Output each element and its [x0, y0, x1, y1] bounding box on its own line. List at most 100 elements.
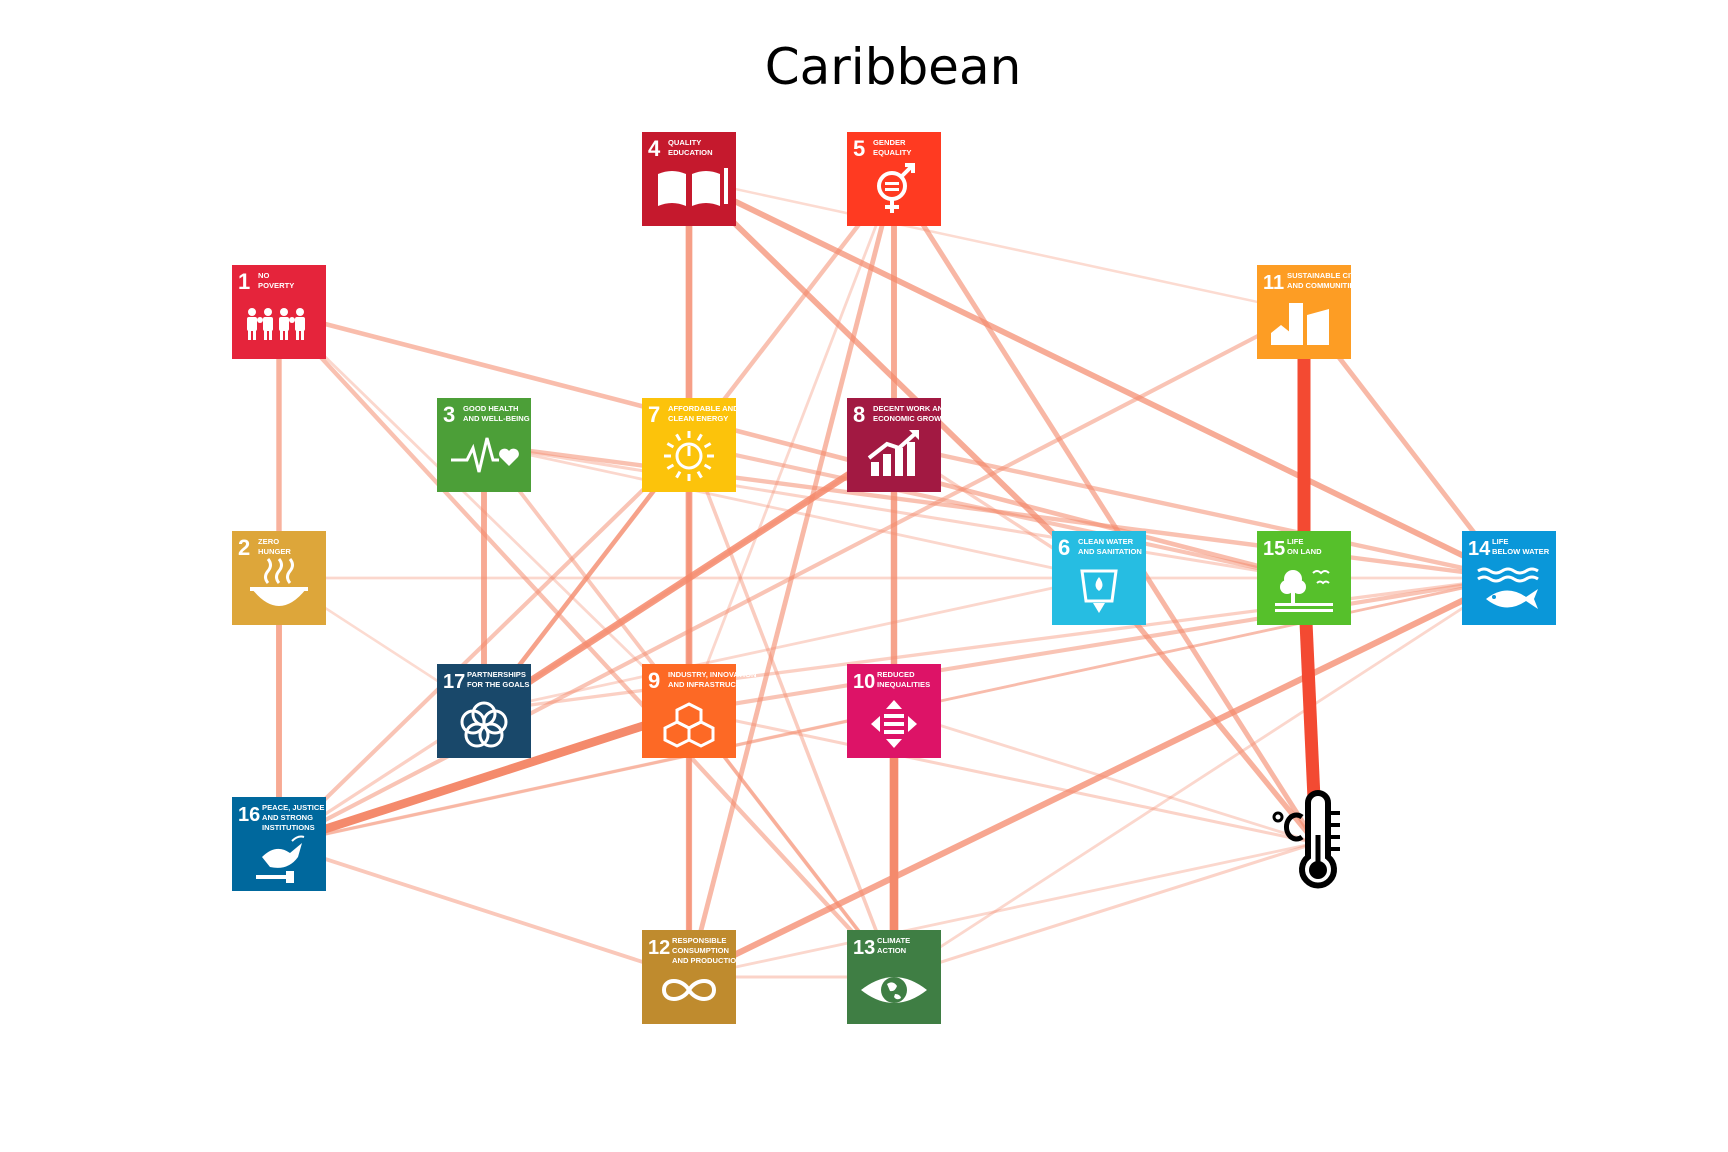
sdg-goal-number: 15	[1263, 538, 1285, 560]
sdg-goal-number: 2	[238, 535, 250, 560]
earth-eye-icon	[861, 977, 927, 1003]
sdg-goal-number: 17	[443, 671, 465, 693]
sdg-goal-label: EQUALITY	[873, 148, 911, 157]
edge-8-14	[893, 442, 1510, 581]
sdg-goal-label: POVERTY	[258, 281, 294, 290]
fish-icon	[1477, 567, 1539, 609]
sdg-goal-label: CLEAN ENERGY	[668, 414, 728, 423]
sdg-goal-label: GENDER	[873, 138, 906, 147]
sdg-goal-number: 13	[853, 937, 875, 959]
edge-13-14	[893, 576, 1510, 979]
sdg-goal-label: INDUSTRY, INNOVATION	[668, 670, 756, 679]
sdg-goal-label: NO	[258, 271, 269, 280]
sdg-goal-label: AND SANITATION	[1078, 547, 1142, 556]
cubes-icon	[663, 702, 715, 748]
sdg-goal-label: DECENT WORK AND	[873, 404, 949, 413]
diagram-title: Caribbean	[764, 38, 1022, 96]
sdg-goal-label: ZERO	[258, 537, 279, 546]
sdg-goal-label: AND PRODUCTION	[672, 956, 742, 965]
city-icon	[1271, 303, 1329, 345]
sdg-goal-label: LIFE	[1492, 537, 1508, 546]
edge-4-14	[687, 176, 1511, 581]
sdg-goal-number: 6	[1058, 535, 1070, 560]
sdg-goal-label: QUALITY	[668, 138, 701, 147]
dove-gavel-icon	[256, 835, 305, 883]
edge-4-11	[688, 177, 1305, 314]
edge-13-T	[893, 841, 1317, 979]
edge-9-T	[688, 709, 1317, 845]
edge-16-10	[278, 709, 895, 846]
sdg-goal-label: LIFE	[1287, 537, 1303, 546]
sdg-goal-label: PEACE, JUSTICE	[262, 803, 324, 812]
edge-16-9	[277, 706, 691, 849]
sdg-tile-bg	[232, 265, 326, 359]
sdg-goal-label: AND COMMUNITIES	[1287, 281, 1360, 290]
sdg-goal-label: PARTNERSHIPS	[467, 670, 526, 679]
sdg-goal-number: 9	[648, 668, 660, 693]
sdg-goal-label: SUSTAINABLE CITIES	[1287, 271, 1367, 280]
sdg-goal-label: AND INFRASTRUCTURE	[668, 680, 757, 689]
edge-5-12	[686, 178, 897, 978]
tree-icon	[1275, 570, 1333, 612]
sdg-tile-bg	[642, 132, 736, 226]
edge-12-T	[688, 841, 1317, 979]
book-icon	[658, 168, 728, 206]
sdg-goal-label: EDUCATION	[668, 148, 713, 157]
bowl-icon	[250, 558, 308, 606]
infinity-icon	[661, 979, 717, 1001]
sdg-goal-label: GOOD HEALTH	[463, 404, 519, 413]
rings-icon	[460, 701, 508, 748]
sdg-goal-number: 5	[853, 136, 865, 161]
sdg-goal-number: 8	[853, 402, 865, 427]
heartbeat-icon	[451, 437, 519, 473]
sdg-goal-label: INEQUALITIES	[877, 680, 930, 689]
equality-arrows-icon	[871, 700, 917, 748]
sdg-goal-label: RESPONSIBLE	[672, 936, 726, 945]
sdg-goal-label: AFFORDABLE AND	[668, 404, 739, 413]
sdg-goal-number: 3	[443, 402, 455, 427]
sdg-goal-label: HUNGER	[258, 547, 291, 556]
sdg-goal-number: 1	[238, 269, 250, 294]
sdg-goal-number: 16	[238, 804, 260, 826]
sdg-goal-label: CLIMATE	[877, 936, 910, 945]
sdg-goal-number: 4	[648, 136, 661, 161]
sdg-goal-label: AND STRONG	[262, 813, 313, 822]
sdg-goal-label: REDUCED	[877, 670, 915, 679]
sun-power-icon	[664, 431, 714, 481]
edge-16-12	[278, 842, 690, 979]
sdg-goal-number: 12	[648, 937, 670, 959]
edge-12-14	[687, 575, 1511, 980]
gender-icon	[877, 163, 915, 213]
edge-9-14	[688, 575, 1510, 714]
growth-chart-icon	[867, 430, 919, 476]
edge-1-15	[278, 309, 1305, 581]
sdg-goal-label: FOR THE GOALS	[467, 680, 529, 689]
sdg-goal-label: CLEAN WATER	[1078, 537, 1134, 546]
edge-5-T	[891, 177, 1319, 845]
sdg-goal-label: BELOW WATER	[1492, 547, 1550, 556]
sdg-tile-bg	[232, 531, 326, 625]
sdg-goal-number: 11	[1263, 272, 1284, 294]
sdg-goal-label: AND WELL-BEING	[463, 414, 530, 423]
people-icon	[247, 308, 305, 340]
water-drop-icon	[1080, 569, 1118, 613]
thermometer-icon	[1272, 790, 1340, 889]
